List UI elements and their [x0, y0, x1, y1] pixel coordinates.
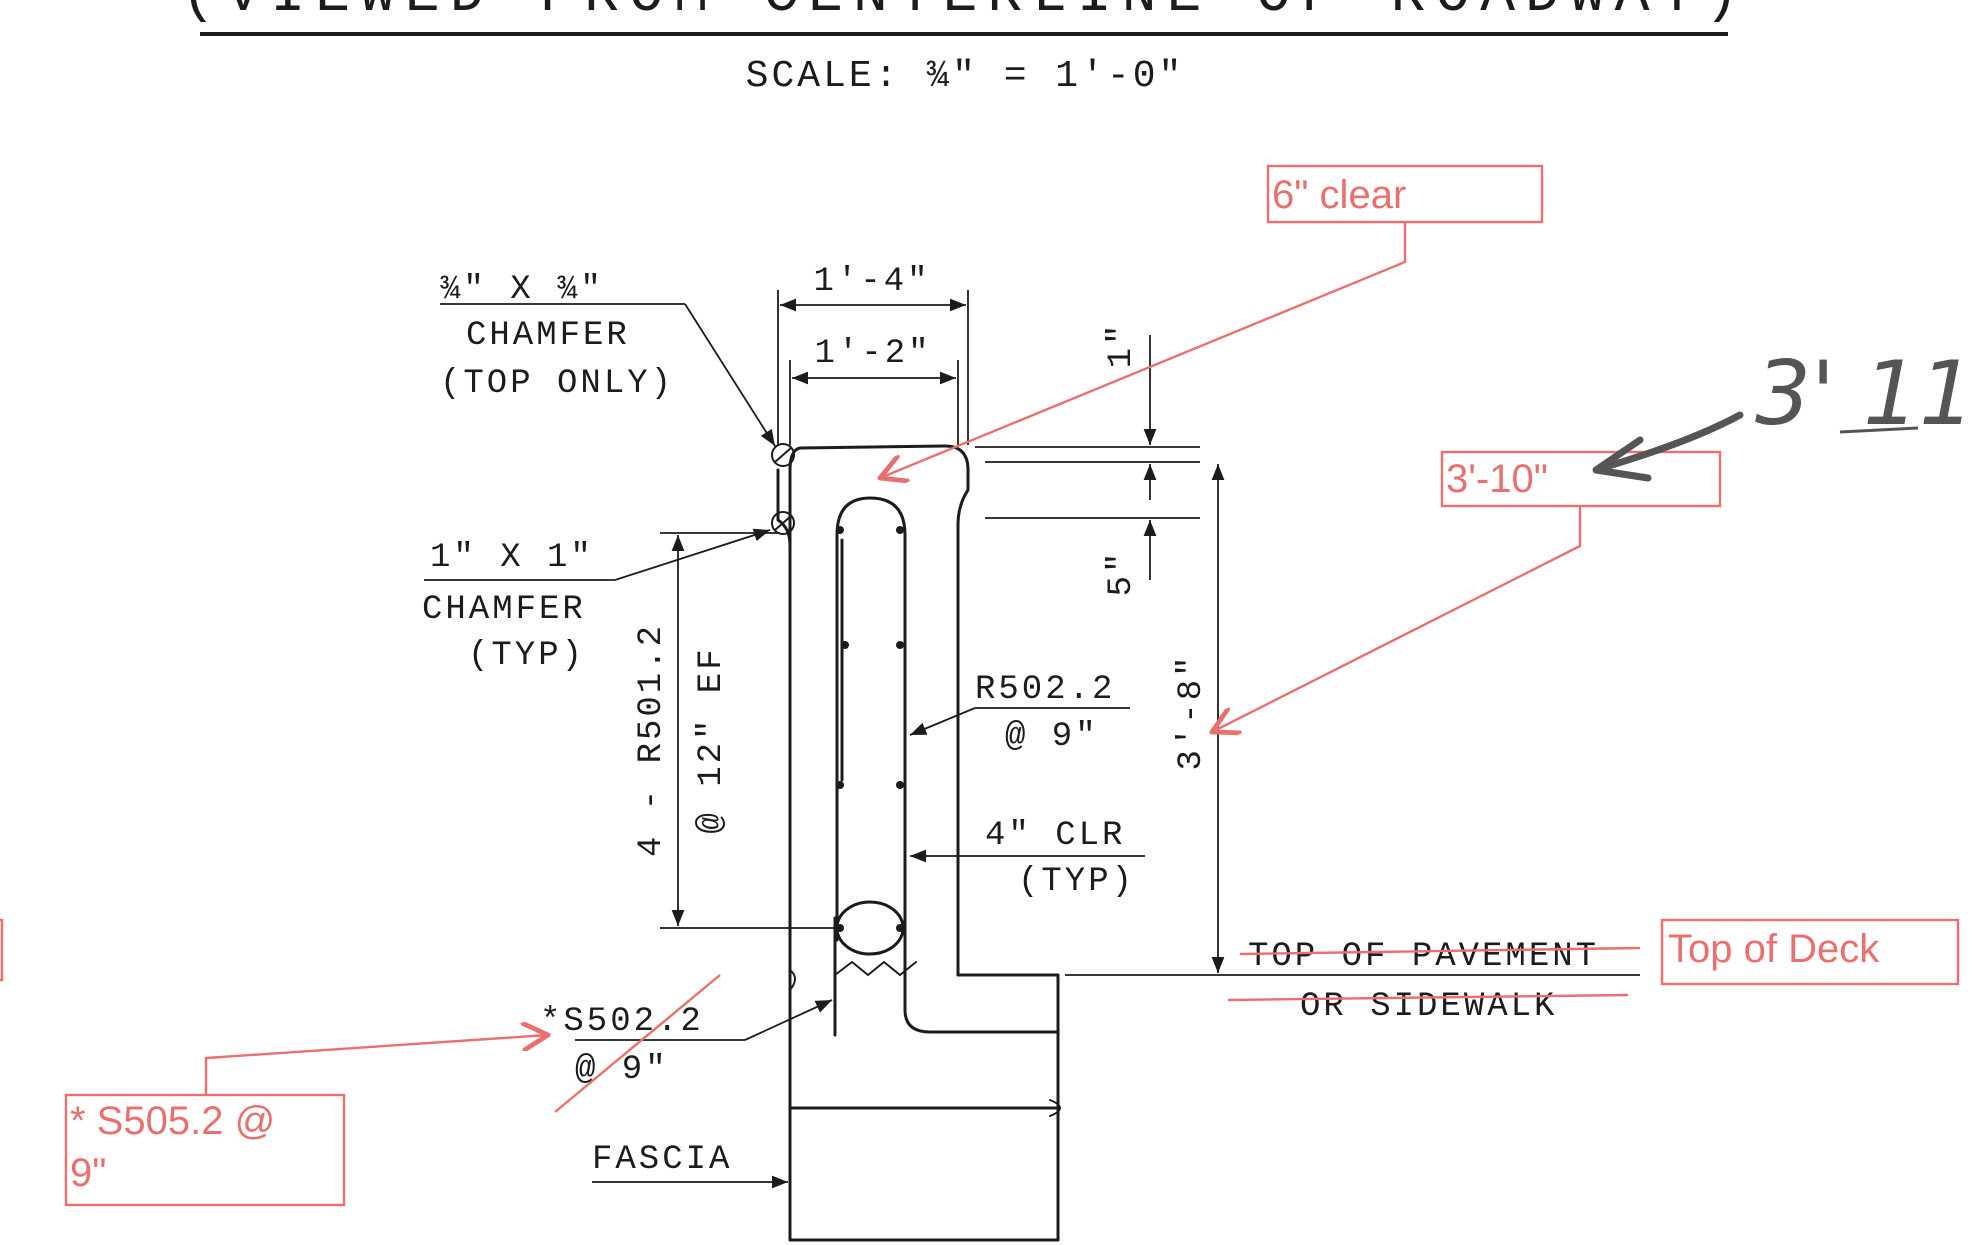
svg-text:CHAMFER: CHAMFER: [466, 317, 630, 355]
svg-text:FASCIA: FASCIA: [592, 1141, 732, 1179]
svg-text:@ 9": @ 9": [1005, 718, 1099, 756]
svg-text:1" X 1": 1" X 1": [430, 539, 594, 577]
svg-text:*S502.2: *S502.2: [540, 1003, 704, 1041]
dim-r501: 4 - R501.2 @ 12" EF: [633, 532, 840, 929]
callout-s502: *S502.2 @ 9": [540, 999, 833, 1089]
barrier-section: [771, 443, 1061, 1242]
svg-text:TOP OF PAVEMENT: TOP OF PAVEMENT: [1248, 938, 1599, 976]
dim-inner-width-label: 1'-2": [814, 335, 931, 373]
chamfer-marker-typ: [771, 511, 795, 535]
dim-5in-label: 5": [1103, 550, 1141, 597]
svg-text:3'-10": 3'-10": [1446, 457, 1548, 501]
markup-top-of-deck: Top of Deck: [1660, 918, 1960, 986]
scale-label: SCALE: ¾" = 1'-0": [746, 55, 1185, 98]
dim-top-offsets: 1" 5": [975, 322, 1200, 597]
svg-text:6" clear: 6" clear: [1272, 173, 1406, 217]
callout-clr: 4" CLR (TYP): [910, 817, 1145, 901]
svg-text:Top of Deck: Top of Deck: [1668, 927, 1880, 971]
svg-text:(TOP ONLY): (TOP ONLY): [440, 365, 674, 403]
r501-label-2: @ 12" EF: [693, 646, 731, 833]
svg-text:CHAMFER: CHAMFER: [422, 591, 586, 629]
svg-text:OR SIDEWALK: OR SIDEWALK: [1300, 988, 1557, 1026]
svg-text:3' 11": 3' 11": [1755, 342, 1972, 445]
svg-text:¾" X ¾": ¾" X ¾": [440, 271, 604, 309]
svg-text:R502.2: R502.2: [975, 671, 1115, 709]
callout-chamfer-top: ¾" X ¾" CHAMFER (TOP ONLY): [440, 271, 776, 447]
markup-partial-box-left: [0, 918, 4, 982]
markup-six-clear: 6" clear: [880, 164, 1544, 478]
rebar-s502: [833, 900, 1060, 1037]
dim-height-label: 3'-8": [1173, 653, 1211, 770]
callout-top-of-pavement: TOP OF PAVEMENT OR SIDEWALK: [1248, 938, 1599, 1026]
dim-1in-label: 1": [1103, 322, 1141, 369]
dim-height: 3'-8": [1065, 464, 1640, 976]
markup-s505: * S505.2 @ 9": [64, 1035, 548, 1207]
svg-text:9": 9": [70, 1151, 106, 1195]
svg-text:* S505.2 @: * S505.2 @: [70, 1099, 275, 1143]
dim-inner-width: 1'-2": [789, 335, 959, 445]
svg-text:(TYP): (TYP): [468, 637, 585, 675]
callout-r502: R502.2 @ 9": [909, 671, 1130, 756]
markup-strike-pavement: [1227, 946, 1641, 1002]
svg-text:4" CLR: 4" CLR: [985, 817, 1125, 855]
svg-text:(TYP): (TYP): [1018, 863, 1135, 901]
handwritten-height-note: 3' 11": [1592, 342, 1972, 482]
markup-height-revised: 3'-10": [1212, 450, 1722, 732]
dim-overall-width-label: 1'-4": [813, 263, 930, 301]
markup-strike-s502: [554, 974, 721, 1113]
callout-fascia: FASCIA: [592, 1141, 788, 1189]
callout-chamfer-typ: 1" X 1" CHAMFER (TYP): [422, 528, 771, 675]
dim-overall-width: 1'-4": [777, 263, 969, 445]
drawing-title: (VIEWED FROM CENTERLINE OF ROADWAY): [181, 0, 1749, 28]
rebar-dots: [836, 526, 904, 932]
r501-label-1: 4 - R501.2: [633, 623, 671, 857]
chamfer-marker-top: [771, 443, 795, 467]
rebar-r502: [835, 496, 907, 942]
